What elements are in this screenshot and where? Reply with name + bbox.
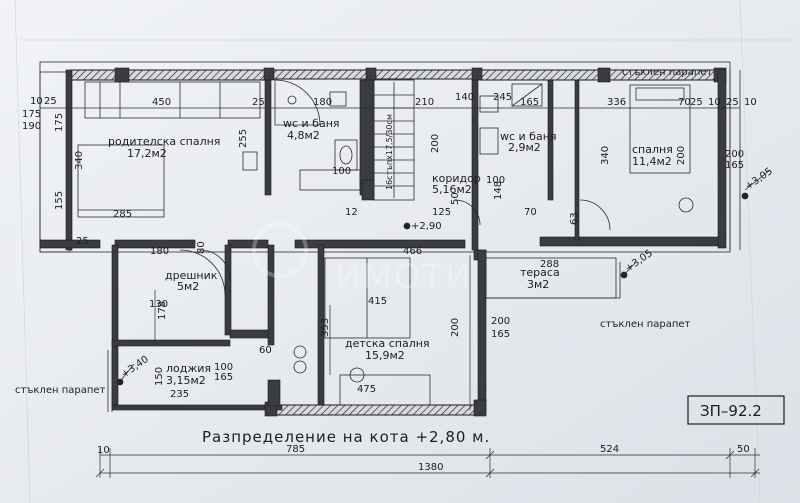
room-area-kids-bedroom: 15,9м2 [365,349,405,362]
dim-155: 155 [54,191,65,210]
dim-475: 475 [357,384,376,395]
walls [39,67,727,417]
room-area-corridor: 5,16м2 [432,183,472,196]
dim-245: 245 [493,92,512,103]
room-area-bedroom: 11,4м2 [632,155,672,168]
dimension-labels: 10 25 175 190 450 25 180 210 165 336 70 … [22,92,757,473]
dim-top-336: 336 [607,97,626,108]
dim-165b: 165 [214,372,233,383]
glass-parapets [107,257,621,412]
dim-top-70: 70 [678,97,691,108]
dim-353: 353 [320,318,331,337]
dim-50: 50 [450,192,461,205]
dim-148: 148 [493,181,504,200]
room-area-wc-bath-2: 2,9м2 [508,141,541,154]
room-name-loggia: лоджия [166,362,211,375]
dimension-lines [40,107,760,478]
dim-top-165: 165 [520,97,539,108]
dim-bottom-785: 785 [286,444,305,455]
dim-80: 80 [196,241,207,254]
dim-200b: 200 [725,149,744,160]
dim-top-25b: 25 [690,97,703,108]
dim-bottom-10: 10 [97,445,110,456]
dim-12: 12 [345,207,358,218]
dim-left-190: 190 [22,121,41,132]
dim-178: 178 [157,301,168,320]
dim-140: 140 [455,92,474,103]
room-name-terrace: тераса [520,266,560,279]
dim-285: 285 [113,209,132,220]
room-name-kids-bedroom: детска спалня [345,337,430,350]
room-name-corridor: коридор [432,172,481,185]
dim-150: 150 [154,367,165,386]
dim-top-180: 180 [313,97,332,108]
room-area-parents-bedroom: 17,2м2 [127,147,167,160]
room-area-wc-bath-1: 4,8м2 [287,129,320,142]
dim-200a: 200 [676,146,687,165]
dim-180: 180 [150,246,169,257]
watermark: ИМОТИ [252,222,473,297]
dim-288: 288 [540,259,559,270]
dim-70: 70 [524,207,537,218]
watermark-text: ИМОТИ [335,257,473,297]
glass-parapet-top-label: стъклен парапет [622,67,713,78]
dim-340: 340 [74,151,85,170]
dim-left-175: 175 [22,109,41,120]
dim-60: 60 [259,345,272,356]
room-area-wardrobe: 5м2 [177,280,199,293]
dim-340b: 340 [600,146,611,165]
room-area-loggia: 3,15м2 [166,374,206,387]
dim-100a: 100 [332,166,351,177]
dim-top-10b: 10 [744,97,757,108]
dim-175: 175 [54,113,65,132]
dim-100c: 100 [486,175,505,186]
paper-grid [14,0,795,503]
dim-200c: 200 [450,318,461,337]
room-name-bedroom: спалня [632,143,673,156]
dim-466: 466 [403,246,422,257]
dim-top-210: 210 [415,97,434,108]
room-name-wardrobe: дрешник [165,269,218,282]
dim-63: 63 [569,212,580,225]
dim-25: 25 [76,236,89,247]
dim-top-450: 450 [152,97,171,108]
dim-bottom-50: 50 [737,444,750,455]
drawing-code: ЗП–92.2 [700,402,762,420]
dim-165a: 165 [725,160,744,171]
dim-415: 415 [368,296,387,307]
dim-100b: 100 [214,362,233,373]
dim-255: 255 [238,129,249,148]
room-area-terrace: 3м2 [527,278,549,291]
dim-top-25c: 25 [726,97,739,108]
dim-top-10a: 10 [708,97,721,108]
right-edge-marks [729,70,771,250]
stairs-label: 16стъпх17,5/30см [385,114,394,190]
room-name-wc-bath-2: wc и баня [500,130,557,143]
dim-130: 130 [149,299,168,310]
glass-parapet-right-label: стъклен парапет [600,319,691,330]
dim-bottom-1380: 1380 [418,462,443,473]
dim-bottom-524: 524 [600,444,619,455]
room-name-wc-bath-1: wc и баня [283,117,340,130]
room-labels: родителска спалня 17,2м2 wc и баня 4,8м2… [108,117,673,387]
dim-235: 235 [170,389,189,400]
drawing-title: Разпределение на кота +2,80 м. [202,428,490,446]
dim-200d: 200 [491,316,510,327]
level-markers [116,192,749,386]
dim-left-25: 25 [44,96,57,107]
code-box [687,395,785,425]
dim-200e: 200 [430,134,441,153]
dim-top-25a: 25 [252,97,265,108]
fixtures [77,79,694,406]
dim-left-10: 10 [30,96,43,107]
glass-parapet-left-label: стъклен парапет [15,385,106,396]
dim-125: 125 [432,207,451,218]
level-corridor: +2,90 [411,221,442,232]
dim-165c: 165 [491,329,510,340]
room-name-parents-bedroom: родителска спалня [108,135,220,148]
